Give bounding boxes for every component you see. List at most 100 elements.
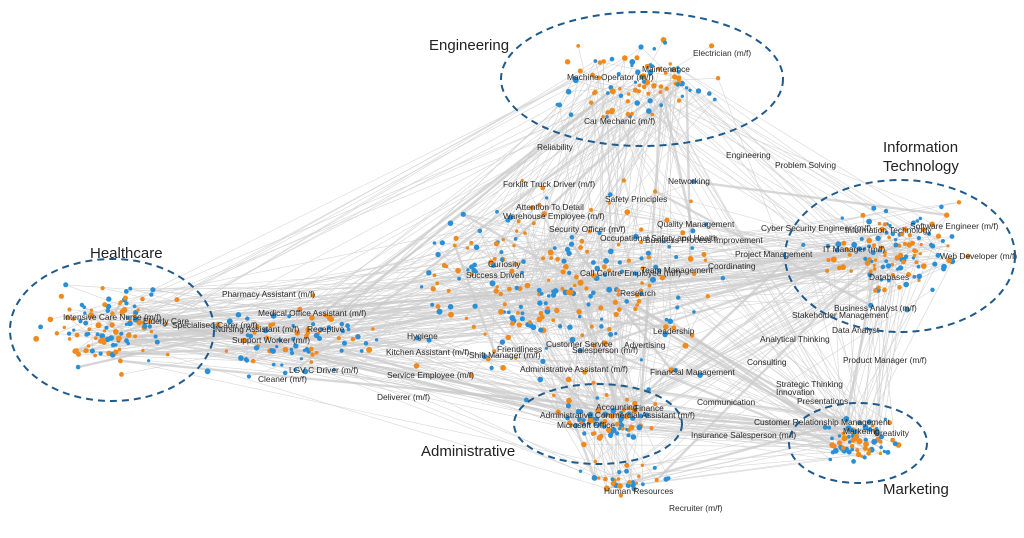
occupation-node (544, 308, 551, 315)
graph-edge (604, 244, 900, 345)
skill-node (866, 451, 871, 456)
skill-node (116, 335, 122, 342)
graph-edge (118, 323, 314, 339)
node-label: Recruiter (m/f) (669, 503, 723, 513)
skill-node (876, 285, 881, 290)
occupation-node (646, 108, 652, 114)
occupation-node (618, 415, 625, 422)
graph-edge (677, 67, 874, 209)
occupation-node (147, 359, 151, 363)
occupation-node (473, 244, 480, 250)
graph-edge (127, 317, 627, 418)
skill-node (215, 322, 221, 328)
occupation-node (707, 91, 712, 96)
skill-node (879, 245, 884, 250)
node-label: Reliability (537, 142, 574, 152)
occupation-node (430, 302, 435, 307)
occupation-node (624, 468, 629, 474)
skill-node (580, 333, 585, 338)
skill-node (572, 283, 577, 288)
graph-edge (462, 213, 867, 450)
occupation-node (883, 208, 889, 214)
occupation-node (568, 112, 574, 117)
skill-node (841, 240, 847, 246)
skill-node (624, 209, 631, 216)
graph-edge (647, 66, 850, 437)
skill-node (448, 311, 454, 318)
occupation-node (499, 250, 504, 255)
occupation-node (126, 315, 130, 320)
occupation-node (642, 79, 646, 84)
node-label: Support Worker (m/f) (232, 335, 310, 345)
graph-edge (273, 359, 642, 365)
occupation-node (885, 263, 892, 269)
node-label: Intensive Care Nurse (m/f) (63, 312, 161, 322)
graph-edge (372, 327, 534, 330)
graph-edge (474, 217, 843, 271)
occupation-node (617, 260, 622, 265)
graph-edge (442, 242, 642, 292)
skill-node (878, 439, 883, 444)
graph-edge (73, 329, 849, 429)
occupation-node (552, 246, 557, 251)
occupation-node (539, 291, 544, 296)
graph-edge (217, 236, 953, 326)
skill-node (67, 337, 72, 341)
skill-node (469, 240, 474, 245)
skill-node (640, 266, 645, 271)
occupation-node (690, 228, 696, 234)
occupation-node (339, 321, 345, 327)
skill-node (250, 358, 256, 364)
occupation-node (447, 220, 454, 226)
occupation-node (565, 403, 572, 409)
graph-edge (570, 243, 673, 371)
skill-node (668, 367, 675, 373)
occupation-node (885, 449, 891, 455)
skill-node (515, 229, 519, 233)
occupation-node (851, 241, 858, 248)
skill-node (309, 360, 314, 364)
occupation-node (573, 422, 579, 429)
occupation-node (67, 331, 72, 336)
skill-node (577, 68, 583, 74)
graph-edge (618, 279, 882, 415)
occupation-node (505, 217, 511, 223)
graph-edge (152, 289, 332, 320)
skill-node (882, 287, 887, 293)
skill-node (646, 91, 651, 96)
occupation-node (868, 302, 874, 308)
graph-edge (851, 229, 924, 272)
occupation-node (546, 294, 551, 298)
node-label: Insurance Salesperson (m/f) (691, 430, 796, 440)
occupation-node (862, 455, 867, 460)
skill-node (860, 212, 866, 218)
occupation-node (603, 258, 609, 264)
occupation-node (126, 341, 130, 346)
graph-edge (665, 273, 695, 328)
skill-node (638, 288, 644, 294)
skill-node (498, 308, 504, 315)
skill-node (653, 189, 658, 194)
occupation-node (105, 308, 111, 314)
occupation-node (569, 235, 575, 240)
graph-edge (639, 427, 875, 431)
graph-edge (76, 327, 107, 351)
occupation-node (644, 412, 650, 418)
graph-edge (612, 101, 628, 111)
skill-node (676, 98, 682, 103)
skill-node (607, 201, 612, 205)
skill-node (601, 340, 608, 347)
occupation-node (588, 294, 593, 299)
occupation-node (537, 300, 543, 306)
occupation-node (104, 325, 109, 330)
skill-node (585, 249, 590, 254)
graph-edge (454, 92, 595, 246)
graph-edge (376, 339, 627, 418)
occupation-node (638, 44, 644, 50)
occupation-node (620, 269, 625, 274)
graph-edge (598, 77, 638, 306)
skill-node (873, 288, 878, 293)
occupation-node (132, 304, 137, 309)
occupation-node (600, 317, 604, 321)
occupation-node (460, 211, 466, 217)
